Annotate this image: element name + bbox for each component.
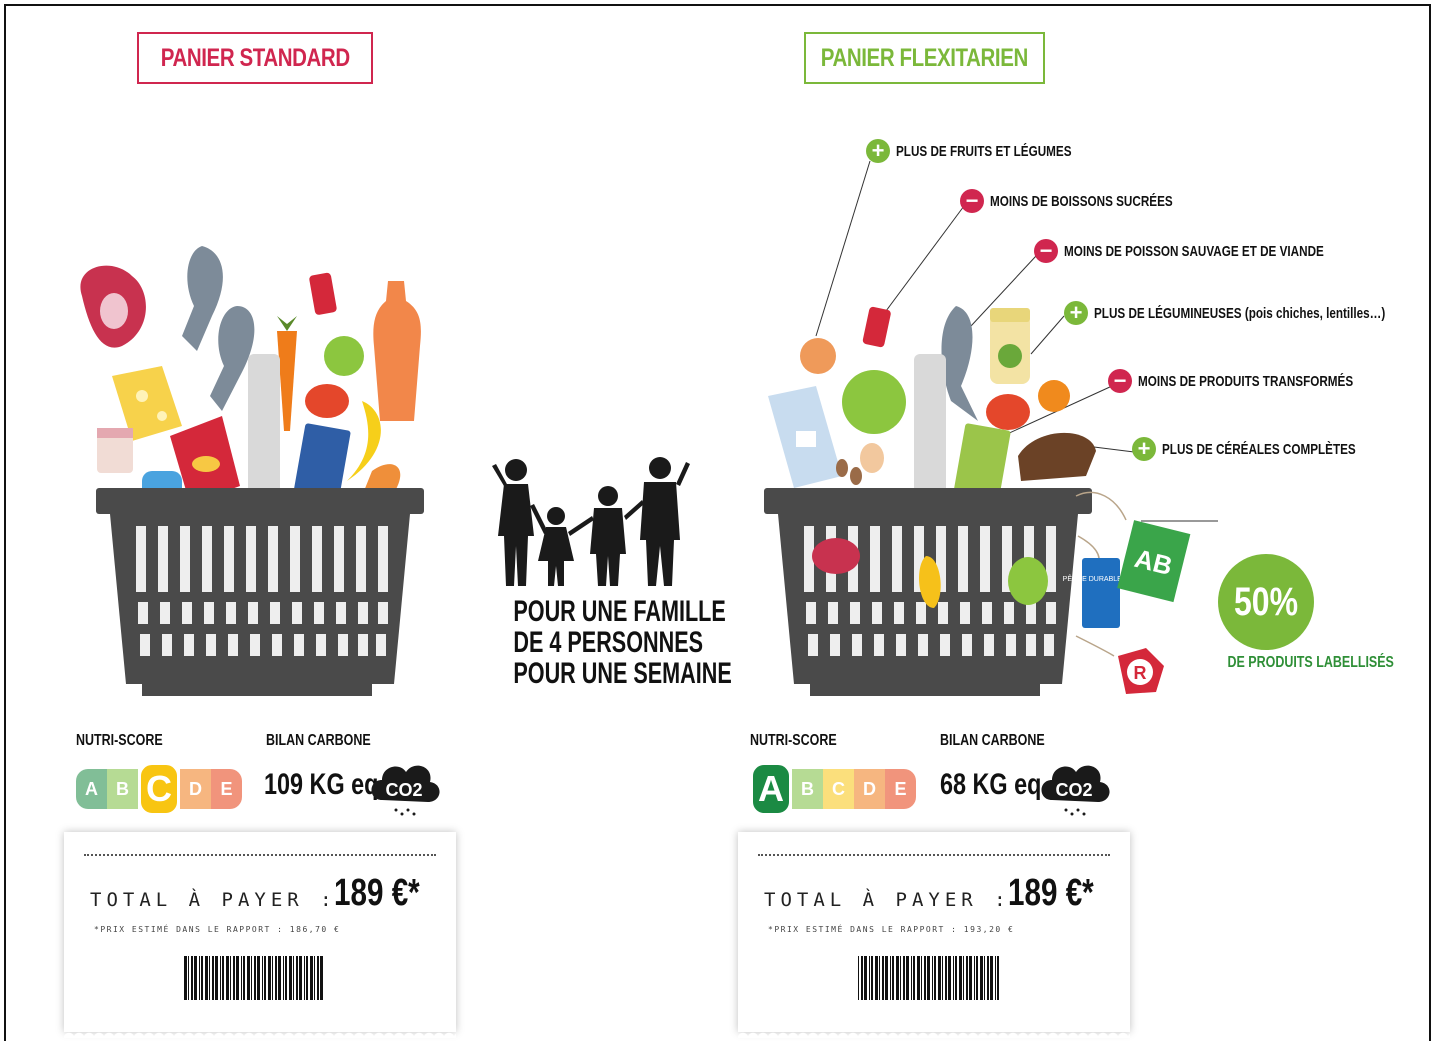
wholegrain-bread-icon bbox=[1018, 432, 1096, 481]
total-value: 189 €* bbox=[334, 872, 420, 914]
ab-organic-label-icon bbox=[1117, 520, 1191, 603]
flexitarian-basket-illustration: PÊCHE DURABLE MSC AB R bbox=[764, 160, 1218, 696]
msc-label-icon bbox=[1082, 558, 1120, 628]
price-note: *Prix estimé dans le rapport : 193,20 € bbox=[768, 925, 1015, 934]
plus-icon: + bbox=[1132, 437, 1156, 461]
minus-icon: − bbox=[1034, 239, 1058, 263]
family-description: POUR UNE FAMILLE DE 4 PERSONNES POUR UNE… bbox=[513, 595, 732, 690]
carrot-icon bbox=[277, 331, 297, 431]
nutri-grade-c: C bbox=[138, 762, 180, 816]
carbon-label: BILAN CARBONE bbox=[266, 732, 371, 749]
nutri-grade-a: A bbox=[76, 769, 107, 809]
msc-label-text: PÊCHE DURABLE MSC bbox=[1063, 574, 1140, 583]
fish-icon bbox=[941, 306, 978, 421]
label-rouge-icon: R bbox=[1118, 648, 1164, 694]
plus-icon: + bbox=[866, 139, 890, 163]
infographic: PANIER STANDARD PANIER FLEXITARIEN bbox=[4, 4, 1431, 1041]
nutri-grade-b: B bbox=[792, 769, 823, 809]
annotation-fruits-vegetables: + PLUS DE FRUITS ET LÉGUMES bbox=[866, 138, 1121, 164]
tomato-icon bbox=[305, 384, 349, 418]
svg-text:CO2: CO2 bbox=[1055, 780, 1092, 800]
tomato-icon bbox=[986, 394, 1030, 430]
barcode-icon bbox=[858, 956, 999, 1000]
nutri-grade-a: A bbox=[750, 762, 792, 816]
labelled-products-caption: DE PRODUITS LABELLISÉS bbox=[1227, 654, 1394, 671]
total-label: TOTAL À PAYER : bbox=[90, 889, 337, 911]
yogurt-icon bbox=[97, 428, 133, 473]
banana-icon bbox=[347, 401, 381, 481]
plus-icon: + bbox=[1064, 301, 1088, 325]
nutri-grade-d: D bbox=[180, 769, 211, 809]
fish-icon bbox=[210, 306, 255, 411]
nutri-score-label: NUTRI-SCORE bbox=[76, 732, 163, 749]
title-flexitarian-basket: PANIER FLEXITARIEN bbox=[804, 32, 1045, 84]
carbon-value-standard: 109 KG eq bbox=[264, 768, 379, 801]
co2-cloud-icon: CO2 bbox=[371, 765, 440, 816]
nutri-grade-b: B bbox=[107, 769, 138, 809]
annotation-sugary-drinks: − MOINS DE BOISSONS SUCRÉES bbox=[960, 188, 1224, 214]
receipt-flexitarian: TOTAL À PAYER : 189 €* *Prix estimé dans… bbox=[738, 832, 1130, 1038]
price-note: *Prix estimé dans le rapport : 186,70 € bbox=[94, 925, 341, 934]
carbon-value-flexitarian: 68 KG eq bbox=[940, 768, 1042, 801]
co2-cloud-icon: CO2 bbox=[1041, 765, 1110, 816]
onion-icon bbox=[800, 338, 836, 374]
annotation-processed-foods: − MOINS DE PRODUITS TRANSFORMÉS bbox=[1108, 368, 1414, 394]
family-silhouette-icon bbox=[492, 457, 690, 586]
nutri-grade-e: E bbox=[885, 769, 916, 809]
annotation-fish-meat: − MOINS DE POISSON SAUVAGE ET DE VIANDE bbox=[1034, 238, 1397, 264]
total-value: 189 €* bbox=[1008, 872, 1094, 914]
nutri-score-label: NUTRI-SCORE bbox=[750, 732, 837, 749]
barcode-icon bbox=[184, 956, 323, 1000]
standard-basket-illustration bbox=[80, 246, 424, 696]
annotation-whole-grains: + PLUS DE CÉRÉALES COMPLÈTES bbox=[1132, 436, 1410, 462]
fish-icon bbox=[182, 246, 223, 351]
soda-can-icon bbox=[862, 306, 891, 348]
title-standard-basket: PANIER STANDARD bbox=[137, 32, 373, 84]
svg-text:R: R bbox=[1134, 663, 1147, 683]
minus-icon: − bbox=[1108, 369, 1132, 393]
nutri-grade-c: C bbox=[823, 769, 854, 809]
carbon-label: BILAN CARBONE bbox=[940, 732, 1045, 749]
labelled-products-percent: 50% bbox=[1218, 554, 1314, 650]
apple-icon bbox=[324, 336, 364, 376]
receipt-standard: TOTAL À PAYER : 189 €* *Prix estimé dans… bbox=[64, 832, 456, 1038]
egg-icon bbox=[860, 443, 884, 473]
juice-bottle-icon bbox=[373, 281, 421, 421]
nutri-grade-d: D bbox=[854, 769, 885, 809]
annotation-legumes: + PLUS DE LÉGUMINEUSES (pois chiches, le… bbox=[1064, 300, 1429, 326]
total-label: TOTAL À PAYER : bbox=[764, 889, 1011, 911]
soda-can-icon bbox=[309, 272, 337, 315]
nutri-grade-e: E bbox=[211, 769, 242, 809]
lettuce-icon bbox=[842, 370, 906, 434]
minus-icon: − bbox=[960, 189, 984, 213]
orange-icon bbox=[1038, 380, 1070, 412]
svg-text:CO2: CO2 bbox=[385, 780, 422, 800]
cheese-icon bbox=[112, 366, 182, 441]
